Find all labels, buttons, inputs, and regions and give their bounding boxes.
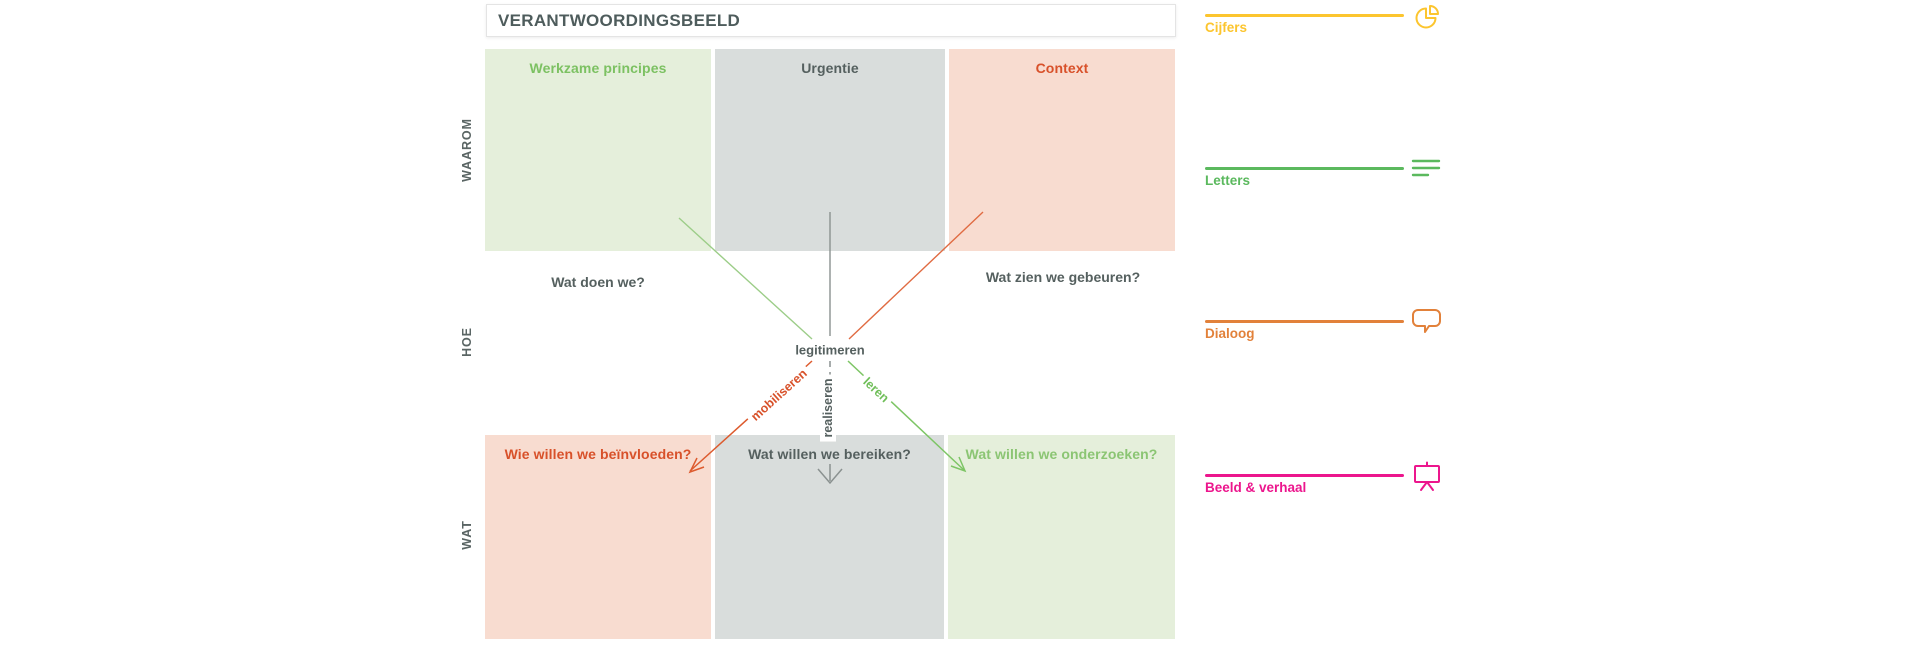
hub-label-legitimeren: legitimeren bbox=[791, 341, 869, 359]
legend-label-letters: Letters bbox=[1205, 173, 1251, 188]
box-wat-willen-we-bereiken: Wat willen we bereiken? bbox=[715, 435, 944, 639]
presentation-board-icon bbox=[1411, 461, 1443, 498]
box-title: Context bbox=[1035, 60, 1089, 76]
page-title: VERANTWOORDINGSBEELD bbox=[498, 11, 741, 30]
row-label-hoe: HOE bbox=[460, 327, 474, 357]
box-werkzame-principes: Werkzame principes bbox=[485, 49, 711, 251]
arrow-label-leren: leren bbox=[856, 371, 896, 409]
text-lines-icon bbox=[1411, 158, 1441, 183]
question-wat-zien-we-gebeuren: Wat zien we gebeuren? bbox=[985, 269, 1141, 285]
box-urgentie: Urgentie bbox=[715, 49, 945, 251]
legend-line bbox=[1205, 14, 1404, 17]
title-bar: VERANTWOORDINGSBEELD bbox=[486, 4, 1176, 37]
box-wat-willen-we-onderzoeken: Wat willen we onderzoeken? bbox=[948, 435, 1175, 639]
box-title: Wat willen we onderzoeken? bbox=[965, 446, 1158, 462]
box-title: Werkzame principes bbox=[529, 60, 667, 76]
arrow-label-mobiliseren: mobiliseren bbox=[744, 362, 814, 428]
box-title: Urgentie bbox=[801, 60, 859, 76]
row-label-waarom: WAAROM bbox=[460, 118, 474, 182]
legend-label-dialoog: Dialoog bbox=[1205, 326, 1255, 341]
speech-bubble-icon bbox=[1411, 308, 1442, 340]
legend-label-cijfers: Cijfers bbox=[1205, 20, 1248, 35]
pie-chart-icon bbox=[1411, 2, 1443, 39]
row-label-wat: WAT bbox=[460, 520, 474, 550]
legend-line bbox=[1205, 474, 1404, 477]
box-wie-willen-we-beinvloeden: Wie willen we beïnvloeden? bbox=[485, 435, 711, 639]
box-title: Wie willen we beïnvloeden? bbox=[504, 446, 692, 462]
legend-label-beeld-verhaal: Beeld & verhaal bbox=[1205, 480, 1307, 495]
arrow-label-realiseren: realiseren bbox=[820, 374, 836, 442]
question-wat-doen-we: Wat doen we? bbox=[551, 274, 645, 290]
legend-line bbox=[1205, 320, 1404, 323]
box-context: Context bbox=[949, 49, 1175, 251]
legend-line bbox=[1205, 167, 1404, 170]
